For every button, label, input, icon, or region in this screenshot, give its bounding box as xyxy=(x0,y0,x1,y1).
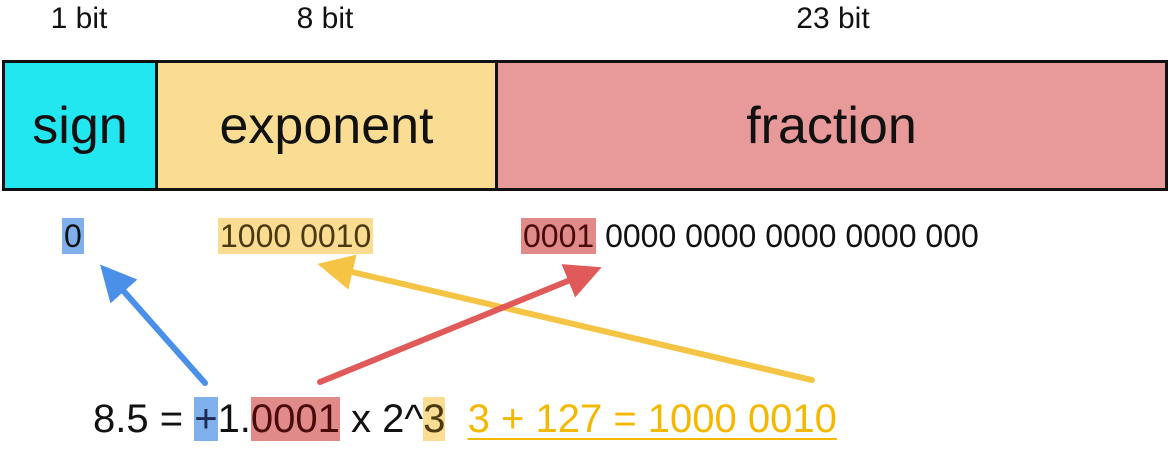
fraction-bits-rest: 0000 0000 0000 0000 000 xyxy=(596,218,979,254)
fraction-bit-count: 23 bit xyxy=(796,2,870,35)
fraction-arrow xyxy=(317,264,602,385)
formula-exponent: 3 xyxy=(423,397,446,441)
formula: 8.5 = +1.0001 x 2^3 3 + 127 = 1000 0010 xyxy=(93,390,837,448)
exponent-bit-count: 8 bit xyxy=(296,2,354,35)
formula-lhs: 8.5 = xyxy=(93,397,195,441)
exponent-arrow xyxy=(317,254,815,383)
formula-times: x 2^ xyxy=(339,397,424,441)
exponent-bits: 1000 0010 xyxy=(218,218,374,254)
exponent-box: exponent xyxy=(155,60,498,191)
sign-arrow xyxy=(100,264,208,386)
fraction-box: fraction xyxy=(495,60,1168,191)
formula-lead: 1. xyxy=(217,397,251,441)
sign-bit-count: 1 bit xyxy=(50,2,108,35)
sign-bits: 0 xyxy=(62,218,84,254)
bias-equation: 3 + 127 = 1000 0010 xyxy=(467,397,837,441)
formula-mantissa: 0001 xyxy=(250,397,340,441)
fraction-bits-highlight: 0001 xyxy=(521,218,597,254)
formula-sign: + xyxy=(194,397,218,441)
